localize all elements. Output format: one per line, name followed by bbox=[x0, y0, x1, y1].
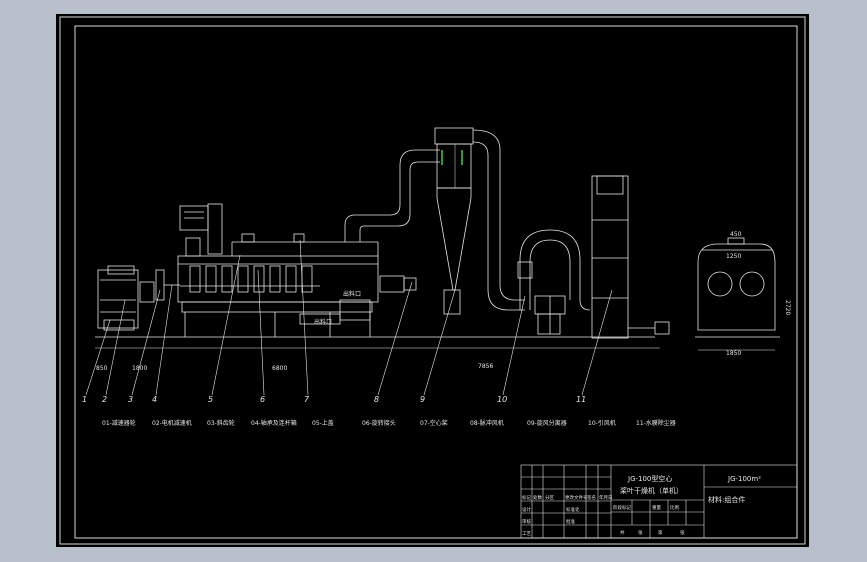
legend-item-7: 07-空心桨 bbox=[420, 419, 448, 427]
legend-item-6: 06-旋转接头 bbox=[362, 419, 396, 427]
callout-11: 11 bbox=[576, 395, 586, 404]
col-label-2: 处数 bbox=[533, 494, 542, 501]
sheet-label-2: 张 bbox=[638, 529, 643, 536]
dim-450: 450 bbox=[730, 231, 742, 238]
dim-1250: 1250 bbox=[726, 253, 741, 260]
callout-1: 1 bbox=[82, 395, 87, 404]
small-label-2: 批准 bbox=[566, 518, 575, 525]
legend-item-5: 05-上盖 bbox=[312, 419, 334, 427]
callout-10: 10 bbox=[497, 395, 507, 404]
callout-5: 5 bbox=[208, 395, 213, 404]
exhaust-duct bbox=[344, 149, 440, 242]
dim-2720: 2720 bbox=[784, 300, 791, 315]
duct-to-fan bbox=[472, 129, 525, 311]
sheet-label-4: 张 bbox=[680, 529, 685, 536]
callout-8: 8 bbox=[374, 395, 379, 404]
legend-item-8: 08-脉冲风机 bbox=[470, 419, 504, 427]
legend-item-1: 01-减速器轮 bbox=[102, 419, 136, 427]
dim-6800: 6800 bbox=[272, 365, 287, 372]
row-label-1: 设计 bbox=[522, 506, 531, 513]
scale-label: 比例 bbox=[670, 504, 679, 511]
col-label-4: 更改文件号 bbox=[565, 494, 588, 501]
legend-item-11: 11-水膜除尘器 bbox=[636, 419, 676, 427]
legend-item-10: 10-引风机 bbox=[588, 419, 616, 427]
outer-border bbox=[59, 16, 806, 545]
sheet-label-1: 共 bbox=[620, 529, 625, 536]
callout-leaders bbox=[85, 239, 613, 396]
weight-label: 重量 bbox=[652, 504, 661, 511]
small-label-1: 标准化 bbox=[566, 506, 580, 513]
dim-1800: 1800 bbox=[132, 365, 147, 372]
callout-3: 3 bbox=[128, 395, 133, 404]
callout-9: 9 bbox=[420, 395, 425, 404]
row-label-2: 审核 bbox=[522, 518, 531, 525]
row-label-3: 工艺 bbox=[522, 531, 531, 537]
title-line-2: 桨叶干燥机（单机） bbox=[620, 486, 683, 495]
dryer-side-view bbox=[695, 237, 780, 351]
drive-motor bbox=[97, 265, 180, 331]
port-outlet-1: 出料口 bbox=[343, 290, 361, 298]
title-line-1: JG-100型空心 bbox=[627, 474, 672, 483]
model-label: JG-100m² bbox=[727, 475, 761, 483]
dim-1850: 1850 bbox=[726, 350, 741, 357]
col-label-1: 标记 bbox=[522, 494, 531, 501]
title-block bbox=[520, 464, 798, 539]
sheet-label-3: 第 bbox=[658, 529, 663, 536]
callout-6: 6 bbox=[260, 395, 265, 404]
legend-item-3: 03-斜齿轮 bbox=[207, 419, 235, 427]
col-label-3: 分区 bbox=[545, 494, 554, 501]
callout-4: 4 bbox=[152, 395, 157, 404]
legend-item-9: 09-旋风分离器 bbox=[527, 419, 567, 427]
sheet-background bbox=[56, 14, 809, 547]
callout-7: 7 bbox=[304, 395, 310, 404]
col-label-5: 签名 bbox=[587, 494, 596, 501]
water-scrubber bbox=[591, 175, 670, 339]
col-label-6: 年月日 bbox=[599, 494, 613, 501]
induced-fan bbox=[517, 229, 591, 335]
port-outlet-2: 出料口 bbox=[314, 318, 332, 326]
dim-7856: 7856 bbox=[478, 363, 493, 370]
material-label: 材料:组合件 bbox=[708, 495, 745, 504]
stage-label: 阶段标记 bbox=[613, 504, 631, 511]
legend-item-2: 02-电机减速机 bbox=[152, 419, 192, 427]
legend-item-4: 04-轴承及连杆箱 bbox=[251, 419, 297, 427]
dim-850: 850 bbox=[96, 365, 108, 372]
callout-2: 2 bbox=[102, 395, 107, 404]
inner-frame bbox=[74, 25, 798, 539]
